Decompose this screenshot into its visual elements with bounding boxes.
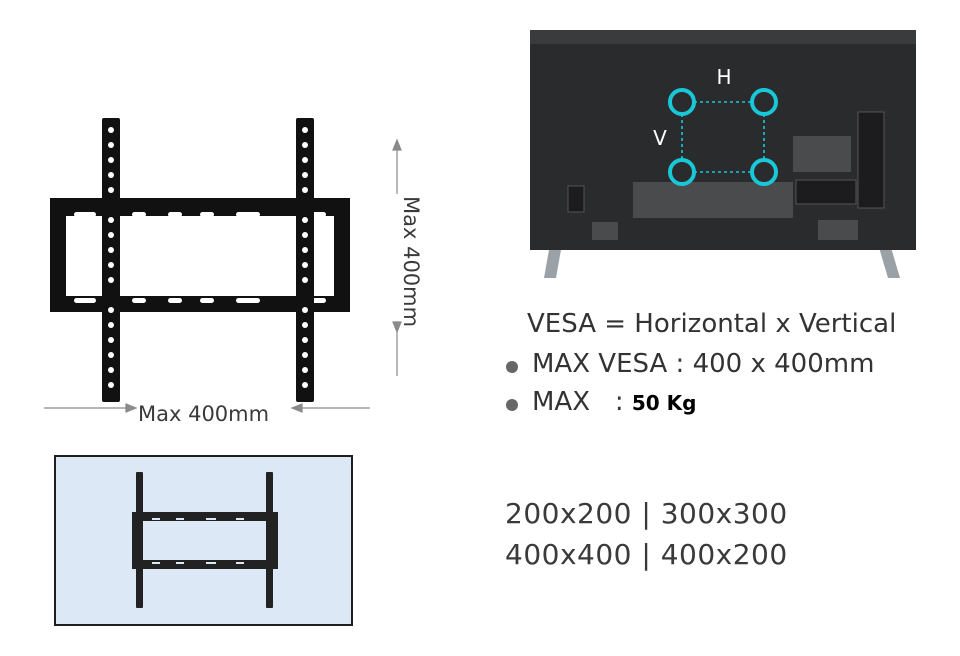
mount-hole xyxy=(302,307,308,313)
mount-hole xyxy=(108,187,114,193)
mount-hole xyxy=(302,367,308,373)
small-bracket-icon xyxy=(132,472,278,608)
vertical-label: V xyxy=(653,126,667,150)
mount-hole xyxy=(108,172,114,178)
mount-hole xyxy=(108,307,114,313)
mount-hole xyxy=(108,322,114,328)
mount-hole xyxy=(302,277,308,283)
wall-mount-photo xyxy=(54,455,353,626)
mount-hole xyxy=(108,352,114,358)
bullet-dot xyxy=(506,361,518,373)
mount-hole xyxy=(108,232,114,238)
vesa-compat-line-2: 400x400 | 400x200 xyxy=(505,538,788,571)
max-height-label: Max 400mm xyxy=(399,196,423,328)
mount-hole xyxy=(302,187,308,193)
mount-hole xyxy=(302,232,308,238)
mount-hole xyxy=(302,322,308,328)
mount-hole xyxy=(302,262,308,268)
mount-hole xyxy=(302,142,308,148)
mount-hole xyxy=(302,247,308,253)
mount-hole xyxy=(108,247,114,253)
max-weight-value: 50 Kg xyxy=(631,391,697,415)
mount-hole xyxy=(302,172,308,178)
mount-hole xyxy=(108,382,114,388)
bullet-dot xyxy=(506,399,518,411)
mount-hole xyxy=(108,142,114,148)
mount-hole xyxy=(108,277,114,283)
max-width-label: Max 400mm xyxy=(138,402,270,426)
mount-hole xyxy=(108,127,114,133)
mount-hole xyxy=(302,127,308,133)
max-weight-label: MAX : xyxy=(532,387,624,417)
mount-hole xyxy=(108,157,114,163)
max-weight-spec: MAX : 50 Kg xyxy=(532,387,696,417)
mount-hole xyxy=(302,352,308,358)
mount-hole xyxy=(108,337,114,343)
mount-hole xyxy=(108,367,114,373)
vesa-compat-line-1: 200x200 | 300x300 xyxy=(505,497,788,530)
mount-hole xyxy=(302,382,308,388)
mount-hole xyxy=(302,217,308,223)
horizontal-label: H xyxy=(716,65,731,89)
max-vesa-spec: MAX VESA : 400 x 400mm xyxy=(532,349,875,379)
vesa-hole-markers xyxy=(668,88,778,186)
tv-back-panel: H V xyxy=(530,30,916,278)
mount-hole xyxy=(108,217,114,223)
mount-hole xyxy=(302,337,308,343)
vesa-formula: VESA = Horizontal x Vertical xyxy=(527,309,897,339)
mount-hole xyxy=(302,157,308,163)
mount-hole xyxy=(108,262,114,268)
mount-bracket-diagram xyxy=(44,118,402,413)
